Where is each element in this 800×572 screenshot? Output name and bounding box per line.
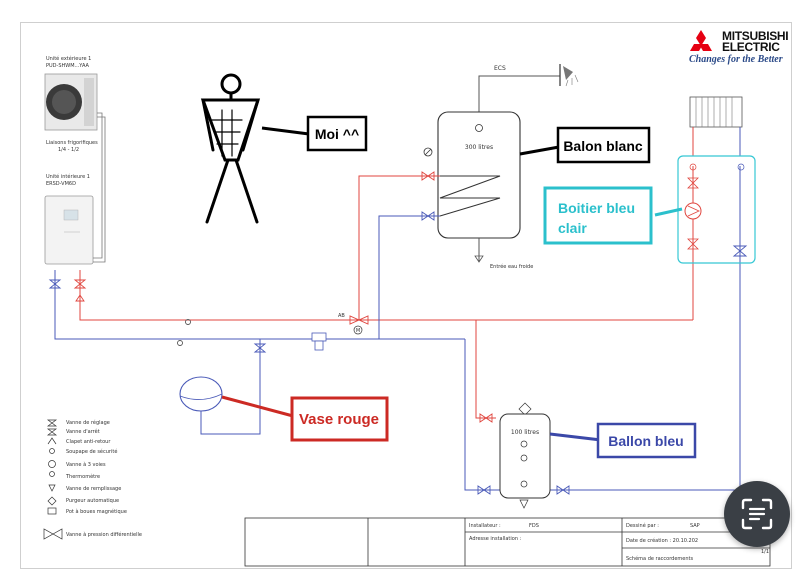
brand-tagline: Changes for the Better bbox=[689, 54, 783, 65]
legend-icons bbox=[43, 419, 63, 540]
brand-name: MITSUBISHI ELECTRIC bbox=[722, 29, 789, 54]
legend-item: Vanne d'arrêt bbox=[66, 428, 100, 435]
installer-value: FDS bbox=[529, 523, 539, 529]
ab-label: AB bbox=[338, 313, 345, 319]
tank-100l-label: 100 litres bbox=[511, 429, 539, 436]
callout-blue-tank-text: Ballon bleu bbox=[608, 433, 683, 449]
legend-item: Thermomètre bbox=[65, 473, 100, 480]
shower-head-icon bbox=[563, 66, 579, 87]
indoor-unit-model: ERSD-VM6D bbox=[46, 181, 76, 187]
supply-piping-red bbox=[79, 166, 694, 419]
callout-blue-tank-box bbox=[596, 422, 697, 459]
address-label: Adresse installation : bbox=[469, 536, 522, 542]
legend-item: Pot à boues magnétique bbox=[66, 508, 127, 515]
refrigerant-links-size: 1/4 - 1/2 bbox=[58, 147, 79, 153]
callout-me-text: Moi ^^ bbox=[315, 126, 359, 142]
radiator-icon bbox=[689, 96, 743, 128]
valve-icons bbox=[48, 171, 748, 495]
legend-item: Soupape de sécurité bbox=[66, 448, 117, 455]
legend: Vanne de réglage Vanne d'arrêt Clapet an… bbox=[43, 419, 142, 540]
title-block bbox=[244, 517, 771, 567]
schema-title: Schéma de raccordements bbox=[626, 555, 694, 562]
pump-icon bbox=[684, 163, 745, 256]
stick-figure-me bbox=[200, 73, 261, 224]
indoor-unit-title: Unité intérieure 1 bbox=[46, 173, 90, 180]
callout-red-vessel-text: Vase rouge bbox=[299, 411, 379, 428]
text-scan-icon bbox=[741, 498, 773, 530]
text-scan-button[interactable] bbox=[724, 481, 790, 547]
refrigerant-links-label: Liaisons frigorifiques bbox=[46, 140, 98, 146]
mitsubishi-logo-icon bbox=[690, 30, 712, 51]
expansion-vessel bbox=[179, 376, 223, 412]
creation-date: Date de création : 20.10.202 bbox=[626, 537, 698, 544]
legend-item: Vanne de remplissage bbox=[66, 486, 121, 492]
callout-red-vessel-box bbox=[290, 396, 389, 442]
tank-300l bbox=[437, 111, 521, 239]
outdoor-unit-model: PUD-SHWM...YAA bbox=[46, 63, 90, 69]
legend-item: Purgeur automatique bbox=[66, 498, 119, 504]
tank-100l bbox=[499, 413, 551, 499]
thermometer-icon bbox=[423, 147, 433, 157]
installer-label: Installateur : bbox=[469, 523, 501, 529]
drawing-frame bbox=[20, 22, 792, 569]
cold-water-inlet-label: Entrée eau froide bbox=[490, 263, 533, 270]
outdoor-unit-title: Unité extérieure 1 bbox=[46, 55, 91, 62]
indoor-unit-icon bbox=[44, 195, 94, 265]
outdoor-unit-icon bbox=[44, 73, 98, 131]
legend-item: Clapet anti-retour bbox=[66, 439, 111, 445]
motor-label: M bbox=[356, 328, 360, 334]
thermometer-icon bbox=[475, 124, 483, 132]
callout-me-box bbox=[306, 115, 368, 152]
legend-item: Vanne de réglage bbox=[66, 419, 110, 426]
callout-white-tank-text: Balon blanc bbox=[563, 138, 643, 154]
callout-light-blue-text-2: clair bbox=[558, 220, 587, 236]
magnetic-filter-icon bbox=[311, 332, 327, 351]
motor-icon bbox=[353, 325, 363, 335]
tank-300l-label: 300 litres bbox=[465, 144, 493, 151]
drawn-by-value: SAP bbox=[690, 523, 700, 529]
callout-white-tank-box bbox=[556, 126, 651, 164]
legend-item: Vanne à 3 voies bbox=[66, 461, 106, 468]
ecs-label: ECS bbox=[494, 65, 506, 72]
callout-light-blue-box bbox=[543, 186, 653, 245]
page-number: 1/1 bbox=[761, 549, 769, 555]
drawn-by-label: Dessiné par : bbox=[626, 522, 659, 529]
callout-light-blue-text-1: Boitier bleu bbox=[558, 200, 635, 216]
legend-item: Vanne à pression différentielle bbox=[66, 531, 142, 538]
